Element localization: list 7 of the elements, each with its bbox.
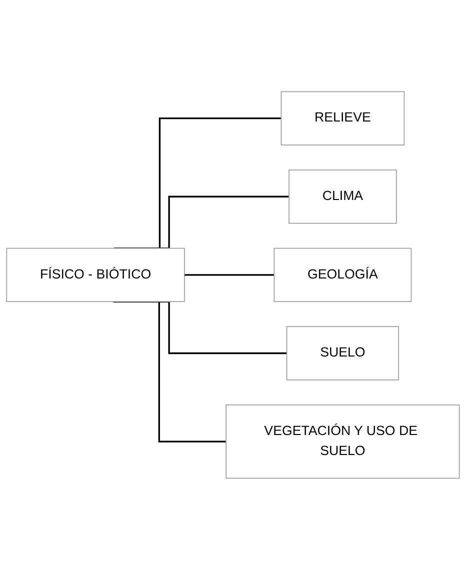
- node-box: FÍSICO - BIÓTICO: [6, 248, 185, 302]
- node-box: SUELO: [286, 326, 400, 380]
- connector: [184, 274, 274, 276]
- node-box: GEOLOGÍA: [274, 248, 412, 302]
- node-box: RELIEVE: [280, 91, 405, 146]
- node-box: VEGETACIÓN Y USO DE SUELO: [226, 404, 460, 479]
- node-box: CLIMA: [288, 170, 397, 224]
